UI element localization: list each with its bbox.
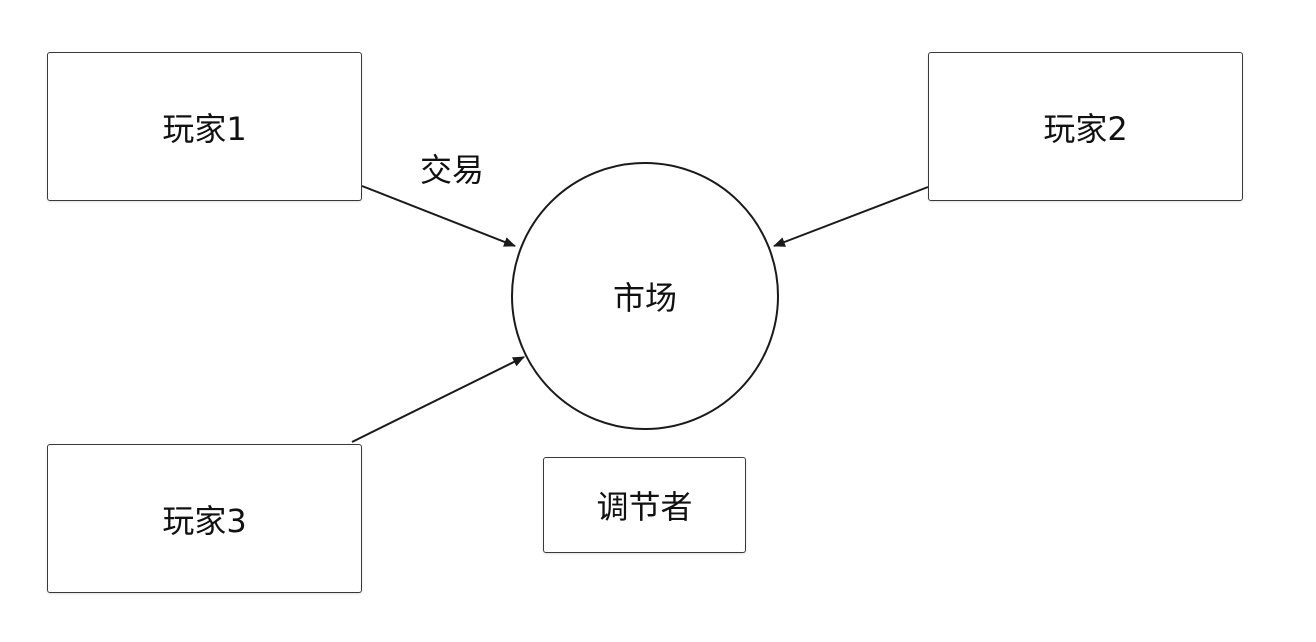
player2-label: 玩家2 [1043,109,1128,148]
trade-edge-label: 交易 [420,151,485,189]
player1-node[interactable]: 玩家1 [47,52,362,201]
regulator-label: 调节者 [596,488,693,526]
market-label: 市场 [612,279,677,317]
player2-node[interactable]: 玩家2 [928,52,1243,201]
player1-label: 玩家1 [162,109,247,148]
regulator-node[interactable]: 调节者 [543,457,746,553]
arrow-player2-to-market [773,186,929,247]
market-node[interactable]: 市场 [511,162,779,430]
player3-label: 玩家3 [162,501,247,540]
player3-node[interactable]: 玩家3 [47,444,362,593]
arrow-player1-to-market [361,185,516,247]
arrow-player3-to-market [351,356,525,443]
